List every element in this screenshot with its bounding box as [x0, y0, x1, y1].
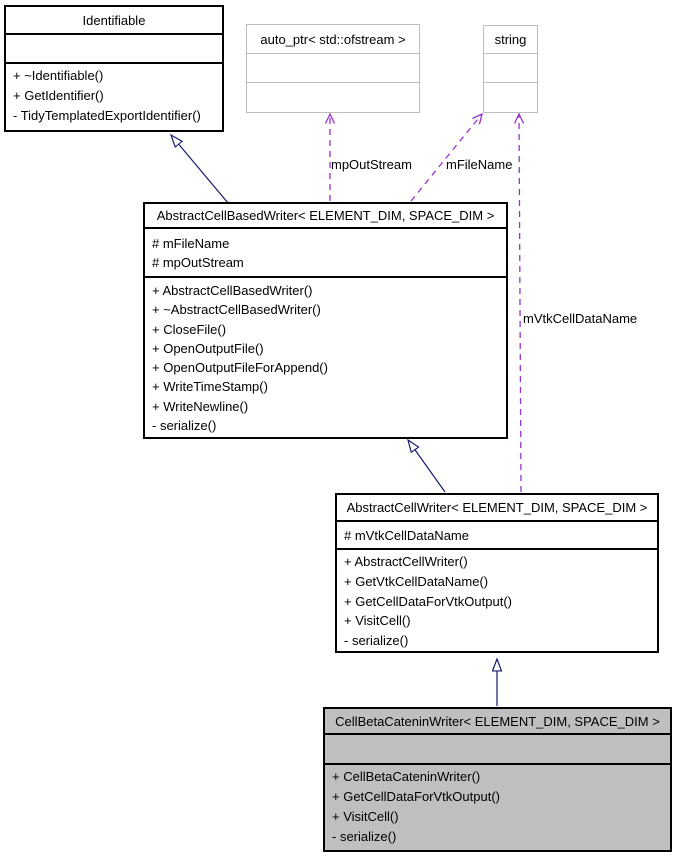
method-item: + OpenOutputFile() — [152, 340, 264, 356]
method-item: + VisitCell() — [344, 613, 411, 629]
method-item: + GetIdentifier() — [13, 88, 104, 103]
attributes-section: # mVtkCellDataName — [337, 522, 657, 550]
method-item: - serialize() — [332, 829, 397, 844]
class-title: CellBetaCateninWriter< ELEMENT_DIM, SPAC… — [325, 709, 670, 735]
method-item: - serialize() — [344, 633, 409, 649]
methods-section: + AbstractCellWriter() + GetVtkCellDataN… — [337, 550, 657, 651]
method-item: + CloseFile() — [152, 321, 227, 337]
inheritance-edge-abstractcellbasedwriter-to-identifiable — [171, 135, 229, 204]
class-node-cell-beta-catenin-writer: CellBetaCateninWriter< ELEMENT_DIM, SPAC… — [323, 707, 672, 852]
usage-edge-mvtkcelldataname — [519, 114, 521, 493]
method-item: + ~AbstractCellBasedWriter() — [152, 302, 321, 318]
methods-section: + CellBetaCateninWriter() + GetCellDataF… — [325, 765, 670, 847]
class-title: Identifiable — [6, 7, 222, 35]
class-title: string — [484, 26, 537, 54]
method-item: + OpenOutputFileForAppend() — [152, 360, 328, 376]
method-item: - TidyTemplatedExportIdentifier() — [13, 108, 201, 123]
method-item: + GetVtkCellDataName() — [344, 573, 489, 589]
inheritance-edge-abstractcellwriter-to-abstractcellbasedwriter — [408, 440, 446, 493]
methods-section-empty — [247, 83, 419, 112]
edge-label-mfilename: mFileName — [446, 157, 513, 172]
class-node-abstract-cell-writer[interactable]: AbstractCellWriter< ELEMENT_DIM, SPACE_D… — [335, 493, 659, 653]
edge-label-mvtkcelldataname: mVtkCellDataName — [523, 311, 638, 326]
methods-section: + ~Identifiable() + GetIdentifier() - Ti… — [6, 64, 222, 126]
attributes-section: # mFileName # mpOutStream — [145, 229, 506, 278]
class-node-identifiable[interactable]: Identifiable + ~Identifiable() + GetIden… — [4, 5, 224, 132]
methods-section: + AbstractCellBasedWriter() + ~AbstractC… — [145, 278, 506, 435]
attribute-item: # mVtkCellDataName — [344, 528, 469, 543]
method-item: + GetCellDataForVtkOutput() — [332, 789, 500, 804]
attributes-section-empty — [247, 54, 419, 83]
method-item: + GetCellDataForVtkOutput() — [344, 593, 512, 609]
attributes-section-empty — [484, 54, 537, 83]
method-item: + ~Identifiable() — [13, 68, 104, 83]
method-item: + CellBetaCateninWriter() — [332, 769, 481, 784]
class-node-string: string — [483, 25, 538, 113]
method-item: + AbstractCellBasedWriter() — [152, 283, 313, 298]
attribute-item: # mpOutStream — [152, 255, 244, 270]
class-title: AbstractCellWriter< ELEMENT_DIM, SPACE_D… — [337, 495, 657, 522]
method-item: - serialize() — [152, 418, 217, 434]
method-item: + WriteNewline() — [152, 398, 249, 414]
method-item: + AbstractCellWriter() — [344, 554, 468, 569]
class-title: AbstractCellBasedWriter< ELEMENT_DIM, SP… — [145, 204, 506, 229]
attribute-item: # mFileName — [152, 236, 230, 251]
class-node-abstract-cell-based-writer[interactable]: AbstractCellBasedWriter< ELEMENT_DIM, SP… — [143, 202, 508, 439]
methods-section-empty — [484, 83, 537, 112]
class-node-auto-ptr-ofstream: auto_ptr< std::ofstream > — [246, 24, 420, 113]
attributes-section-empty — [6, 35, 222, 64]
attributes-section-empty — [325, 735, 670, 765]
method-item: + WriteTimeStamp() — [152, 379, 268, 395]
edge-label-mpoutstream: mpOutStream — [331, 157, 412, 172]
method-item: + VisitCell() — [332, 809, 399, 824]
class-title: auto_ptr< std::ofstream > — [247, 25, 419, 54]
